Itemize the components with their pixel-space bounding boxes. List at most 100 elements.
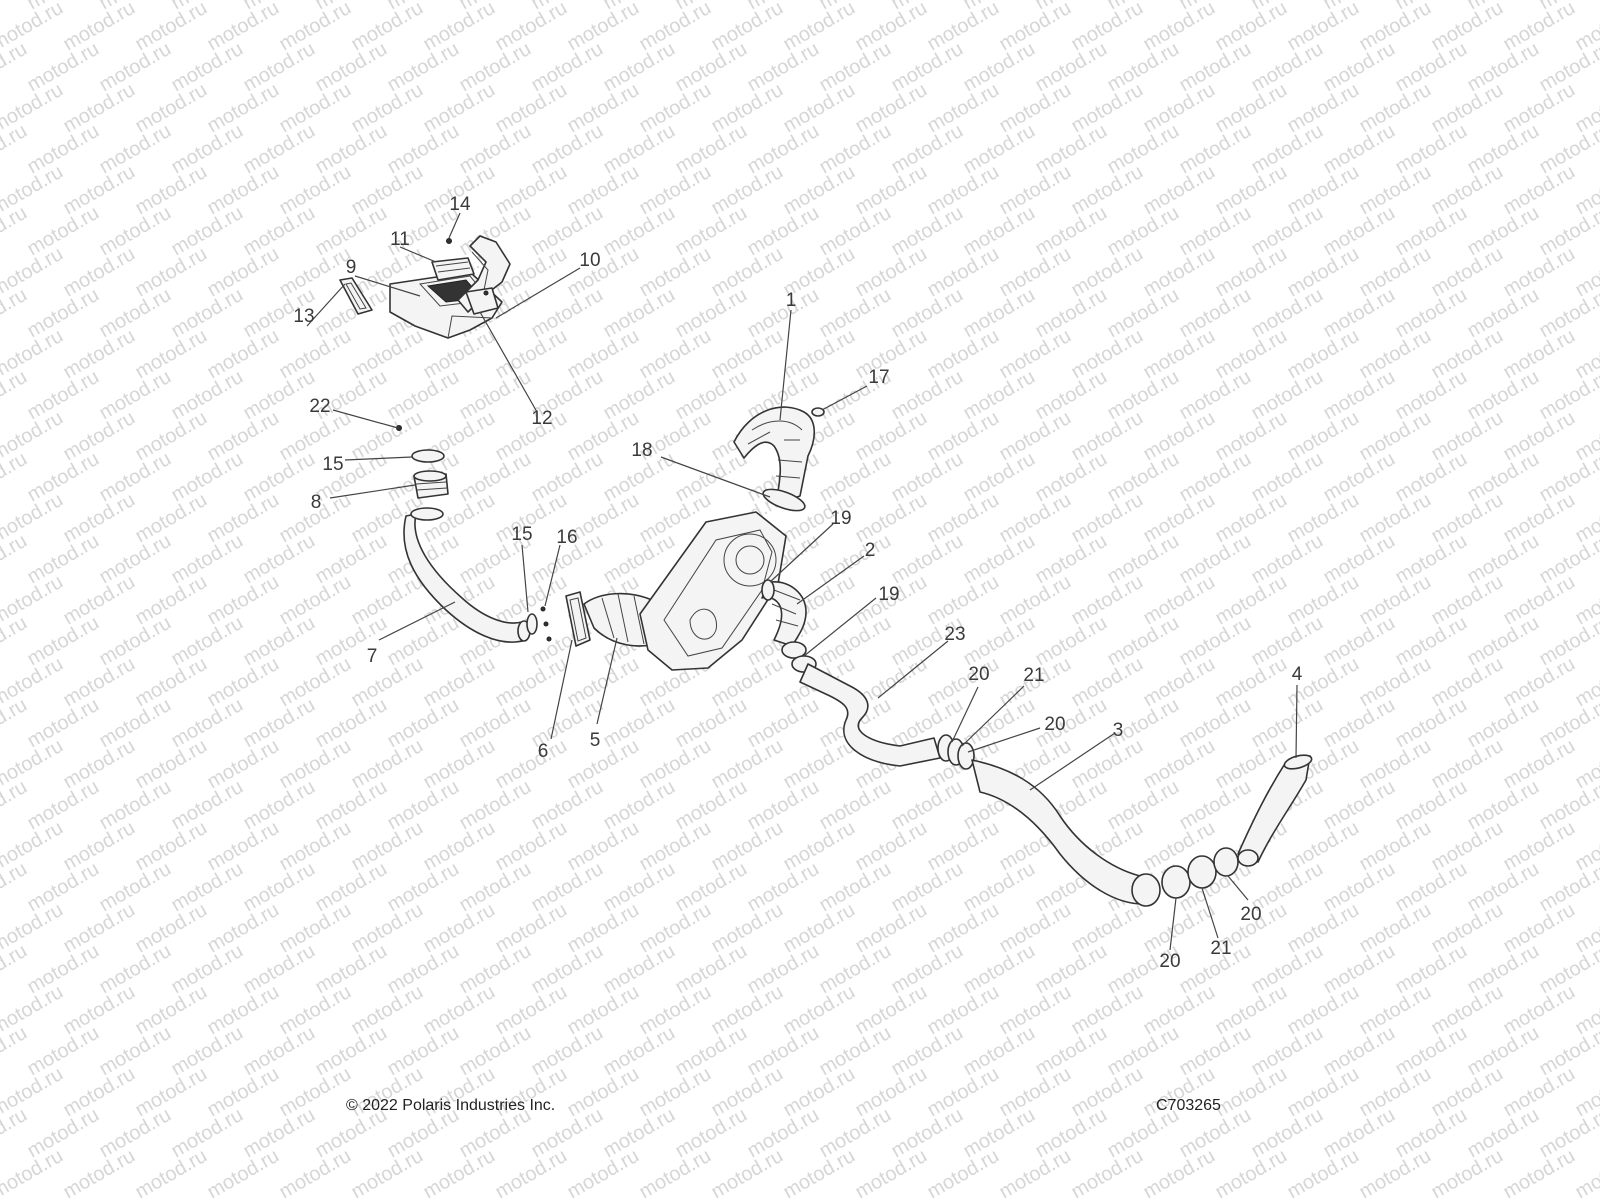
watermark-text: motod.ru	[312, 694, 391, 753]
watermark-text: motod.ru	[204, 899, 283, 958]
watermark-text: motod.ru	[0, 530, 31, 589]
callout-2: 2	[865, 540, 876, 561]
watermark-text: motod.ru	[1284, 407, 1363, 466]
watermark-text: motod.ru	[528, 448, 607, 507]
watermark-text: motod.ru	[852, 1063, 931, 1122]
watermark-text: motod.ru	[24, 776, 103, 835]
clamp-part-15-lower	[526, 613, 538, 635]
watermark-text: motod.ru	[1104, 530, 1183, 589]
watermark-text: motod.ru	[708, 981, 787, 1040]
watermark-text: motod.ru	[924, 325, 1003, 384]
watermark-text: motod.ru	[996, 899, 1075, 958]
watermark-text: motod.ru	[1032, 940, 1111, 999]
watermark-text: motod.ru	[780, 79, 859, 138]
pipe-part-3	[971, 759, 1161, 907]
watermark-text: motod.ru	[600, 776, 679, 835]
watermark-text: motod.ru	[1320, 694, 1399, 753]
watermark-text: motod.ru	[240, 202, 319, 261]
watermark-text: motod.ru	[276, 1063, 355, 1122]
watermark-text: motod.ru	[60, 79, 139, 138]
watermark-text: motod.ru	[852, 407, 931, 466]
watermark-text: motod.ru	[1284, 161, 1363, 220]
clamp-part-15-upper	[411, 449, 445, 463]
watermark-text: motod.ru	[1176, 38, 1255, 97]
watermark-text: motod.ru	[672, 940, 751, 999]
watermark-text: motod.ru	[276, 817, 355, 876]
watermark-text: motod.ru	[1068, 243, 1147, 302]
watermark-text: motod.ru	[708, 325, 787, 384]
watermark-text: motod.ru	[1248, 366, 1327, 425]
callout-9: 9	[346, 257, 357, 278]
watermark-text: motod.ru	[960, 940, 1039, 999]
watermark-text: motod.ru	[168, 284, 247, 343]
watermark-text: motod.ru	[1140, 325, 1219, 384]
callout-5: 5	[590, 730, 601, 751]
watermark-text: motod.ru	[888, 366, 967, 425]
watermark-text: motod.ru	[1320, 120, 1399, 179]
watermark-text: motod.ru	[1392, 38, 1471, 97]
watermark-text: motod.ru	[1428, 817, 1507, 876]
watermark-text: motod.ru	[924, 243, 1003, 302]
watermark-text: motod.ru	[708, 161, 787, 220]
watermark-text: motod.ru	[96, 38, 175, 97]
watermark-text: motod.ru	[816, 776, 895, 835]
watermark-text: motod.ru	[1500, 981, 1579, 1040]
watermark-text: motod.ru	[672, 448, 751, 507]
watermark-text: motod.ru	[132, 735, 211, 794]
watermark-text: motod.ru	[636, 1145, 715, 1200]
watermark-text: motod.ru	[780, 981, 859, 1040]
watermark-text: motod.ru	[1428, 489, 1507, 548]
intake-hose-part-7	[403, 507, 531, 643]
watermark-text: motod.ru	[636, 981, 715, 1040]
watermark-text: motod.ru	[348, 981, 427, 1040]
watermark-text: motod.ru	[348, 79, 427, 138]
watermark-text: motod.ru	[420, 0, 499, 55]
watermark-text: motod.ru	[168, 202, 247, 261]
watermark-text: motod.ru	[528, 776, 607, 835]
watermark-text: motod.ru	[0, 38, 31, 97]
watermark-text: motod.ru	[1248, 120, 1327, 179]
watermark-text: motod.ru	[1356, 407, 1435, 466]
watermark-text: motod.ru	[744, 776, 823, 835]
watermark-text: motod.ru	[204, 981, 283, 1040]
watermark-text: motod.ru	[816, 448, 895, 507]
watermark-text: motod.ru	[960, 612, 1039, 671]
watermark-text: motod.ru	[492, 161, 571, 220]
watermark-text: motod.ru	[924, 981, 1003, 1040]
watermark-text: motod.ru	[60, 899, 139, 958]
watermark-text: motod.ru	[204, 571, 283, 630]
watermark-text: motod.ru	[132, 489, 211, 548]
watermark-text: motod.ru	[168, 120, 247, 179]
watermark-text: motod.ru	[492, 899, 571, 958]
watermark-text: motod.ru	[276, 325, 355, 384]
watermark-text: motod.ru	[1284, 1063, 1363, 1122]
watermark-text: motod.ru	[1176, 120, 1255, 179]
watermark-text: motod.ru	[60, 407, 139, 466]
watermark-text: motod.ru	[1212, 161, 1291, 220]
watermark-text: motod.ru	[744, 940, 823, 999]
watermark-text: motod.ru	[1140, 243, 1219, 302]
watermark-text: motod.ru	[384, 366, 463, 425]
watermark-text: motod.ru	[204, 489, 283, 548]
callout-19-lower: 19	[878, 584, 899, 605]
watermark-text: motod.ru	[384, 120, 463, 179]
watermark-text: motod.ru	[1392, 1022, 1471, 1081]
watermark-text: motod.ru	[1140, 489, 1219, 548]
watermark-text: motod.ru	[132, 817, 211, 876]
watermark-text: motod.ru	[1356, 817, 1435, 876]
watermark-text: motod.ru	[456, 366, 535, 425]
watermark-text: motod.ru	[60, 325, 139, 384]
watermark-text: motod.ru	[276, 899, 355, 958]
watermark-text: motod.ru	[456, 448, 535, 507]
watermark-text: motod.ru	[888, 202, 967, 261]
watermark-text: motod.ru	[744, 284, 823, 343]
watermark-text: motod.ru	[420, 735, 499, 794]
watermark-text: motod.ru	[492, 817, 571, 876]
watermark-text: motod.ru	[1464, 694, 1543, 753]
watermark-text: motod.ru	[0, 612, 31, 671]
watermark-text: motod.ru	[1176, 1022, 1255, 1081]
watermark-text: motod.ru	[96, 284, 175, 343]
watermark-text: motod.ru	[132, 571, 211, 630]
watermark-text: motod.ru	[1212, 571, 1291, 630]
screen-part-11	[431, 257, 475, 281]
